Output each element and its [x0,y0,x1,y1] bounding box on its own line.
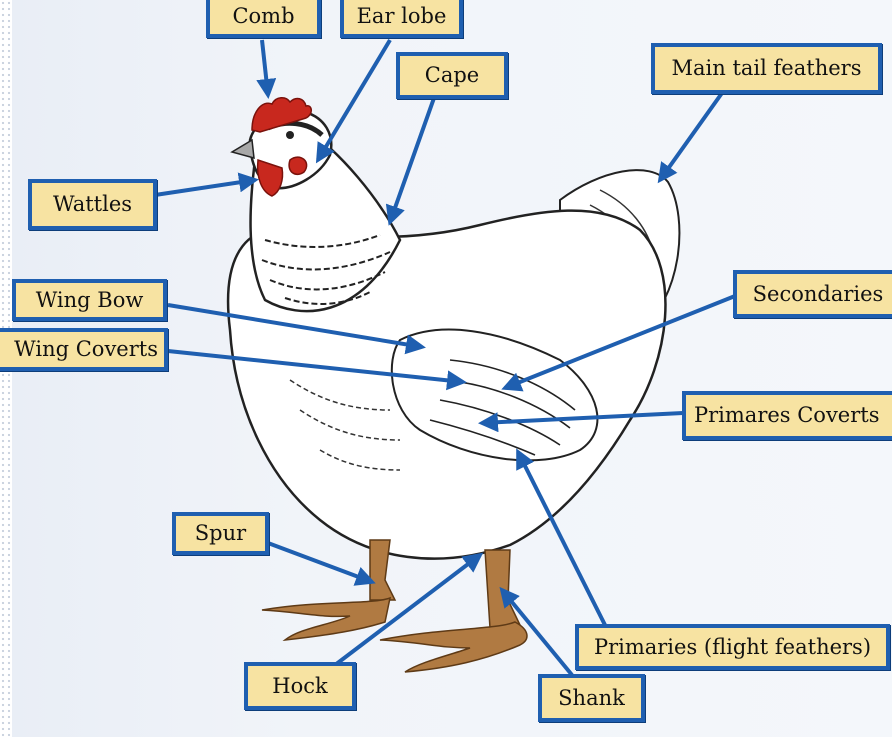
label-cape: Cape [396,52,508,99]
right-leg [485,550,520,628]
chicken-eye [286,131,294,139]
label-comb: Comb [206,0,321,38]
chicken-earlobe [289,157,307,174]
label-main-tail-feathers: Main tail feathers [651,43,882,94]
arrow-cape [390,98,434,222]
arrow-ear-lobe [318,40,390,160]
label-wing-coverts: Wing Coverts [0,328,168,371]
label-shank: Shank [538,674,645,722]
right-foot [380,622,527,672]
chicken-beak [232,140,254,158]
label-hock: Hock [244,662,356,710]
label-wing-bow: Wing Bow [12,279,167,321]
label-ear-lobe: Ear lobe [340,0,463,38]
arrow-main-tail [660,93,722,180]
arrow-comb [262,40,268,95]
label-primaries-coverts: Primares Coverts [682,391,892,440]
left-foot [262,598,390,640]
label-secondaries: Secondaries [733,270,892,318]
label-primaries-flight-feathers: Primaries (flight feathers) [575,624,890,670]
label-spur: Spur [172,512,269,555]
label-wattles: Wattles [28,179,157,230]
arrow-wattles [155,180,255,195]
arrow-spur [268,543,372,582]
